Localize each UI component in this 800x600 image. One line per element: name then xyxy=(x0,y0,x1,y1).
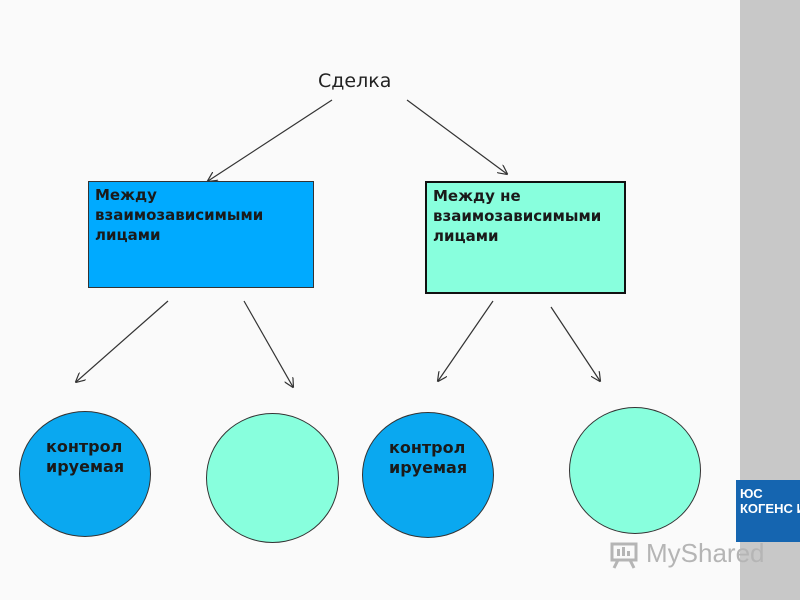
root-node-label: Сделка xyxy=(318,70,392,92)
leaf-node-empty-left xyxy=(206,413,339,543)
arrow-left-to-child1 xyxy=(76,300,169,382)
watermark: MyShared xyxy=(608,536,765,570)
leaf-label: контрол ируемая xyxy=(389,438,471,477)
arrow-left-to-child2 xyxy=(243,300,293,387)
branch-label: Между взаимозависимыми лицами xyxy=(95,186,264,244)
arrow-root-to-right xyxy=(406,99,507,174)
leaf-node-empty-right xyxy=(569,407,701,534)
watermark-text: MyShared xyxy=(646,538,765,568)
arrow-right-to-child2 xyxy=(550,306,600,381)
company-logo: ЮС КОГЕНС И xyxy=(736,480,800,542)
branch-box-dependent-parties: Между взаимозависимыми лицами xyxy=(88,181,314,288)
leaf-label: контрол ируемая xyxy=(46,437,128,476)
arrow-root-to-left xyxy=(208,99,333,181)
leaf-node-controlled-right: контрол ируемая xyxy=(362,412,494,538)
leaf-node-controlled-left: контрол ируемая xyxy=(19,411,151,537)
presentation-board-icon xyxy=(610,542,638,569)
branch-box-independent-parties: Между не взаимозависимыми лицами xyxy=(425,181,626,294)
arrow-right-to-child1 xyxy=(438,300,494,381)
branch-label: Между не взаимозависимыми лицами xyxy=(433,187,602,245)
